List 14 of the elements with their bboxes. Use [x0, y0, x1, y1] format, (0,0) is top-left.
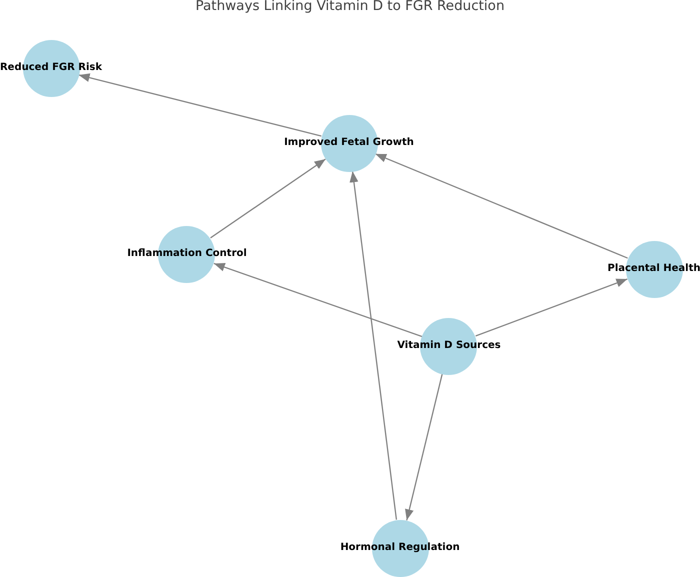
node-label: Reduced FGR Risk [0, 62, 102, 74]
node-label: Vitamin D Sources [397, 340, 501, 352]
node-label: Inflammation Control [127, 248, 247, 260]
node-label: Hormonal Regulation [340, 542, 460, 554]
arrow [405, 374, 443, 520]
arrow [475, 278, 628, 337]
arrow [78, 73, 322, 137]
arrow [210, 158, 326, 238]
node-label: Placental Health [608, 263, 700, 275]
arrow [350, 171, 398, 520]
arrow [375, 153, 628, 259]
node-label: Improved Fetal Growth [284, 137, 414, 149]
arrow [214, 262, 422, 338]
chart-title: Pathways Linking Vitamin D to FGR Reduction [195, 0, 505, 14]
